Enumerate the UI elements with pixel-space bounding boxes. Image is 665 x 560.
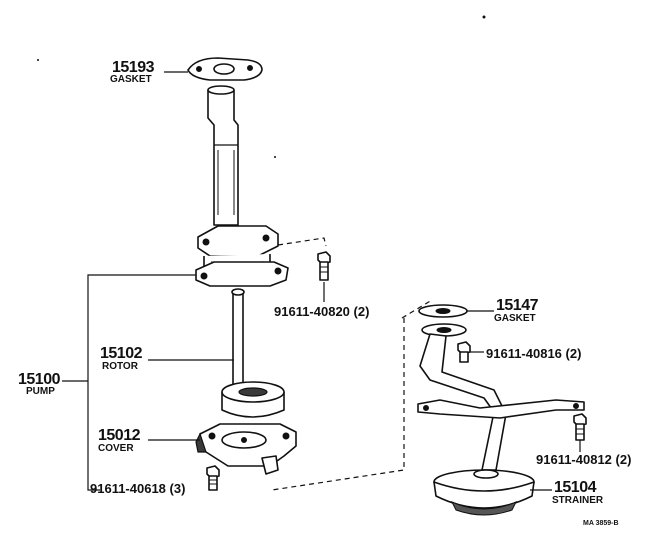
speck — [37, 59, 39, 61]
pump-body-bolt-label: 91611-40820 (2) — [274, 304, 369, 319]
dashed-line — [271, 318, 405, 491]
rotor-number: 15102 — [100, 345, 143, 362]
drawing-code: MA 3859-B — [583, 520, 619, 527]
strainer-part — [417, 323, 585, 516]
cover-bolt-label: 91611-40618 (3) — [90, 481, 185, 496]
pump-body-part — [195, 85, 289, 287]
gasket-top-number: 15193 — [112, 59, 155, 76]
pump-body-bolt-part — [317, 251, 331, 281]
cover-name: COVER — [98, 443, 134, 454]
gasket-strainer-name: GASKET — [494, 313, 536, 324]
strainer-number: 15104 — [554, 479, 597, 496]
strainer-flange-bolt-label: 91611-40816 (2) — [486, 346, 581, 361]
cover-bolt-part — [206, 465, 220, 491]
gasket-strainer-number: 15147 — [496, 297, 539, 314]
strainer-bracket-bolt-label: 91611-40812 (2) — [536, 452, 631, 467]
rotor-part — [221, 288, 285, 418]
strainer-flange-bolt-part — [457, 341, 471, 363]
strainer-bracket-bolt-part — [573, 413, 587, 441]
gasket-top-name: GASKET — [110, 74, 152, 85]
rotor-name: ROTOR — [102, 361, 139, 372]
pump-assembly-bracket — [87, 274, 196, 491]
gasket-top-part — [187, 57, 263, 81]
dashed-line — [277, 237, 327, 247]
dashed-line — [401, 299, 433, 319]
speck — [482, 15, 486, 19]
speck — [274, 156, 276, 158]
gasket-strainer-part — [418, 304, 468, 318]
pump-name: PUMP — [26, 386, 55, 397]
strainer-name: STRAINER — [552, 495, 604, 506]
cover-number: 15012 — [98, 427, 141, 444]
cover-part — [195, 423, 297, 475]
pump-number: 15100 — [18, 371, 61, 388]
